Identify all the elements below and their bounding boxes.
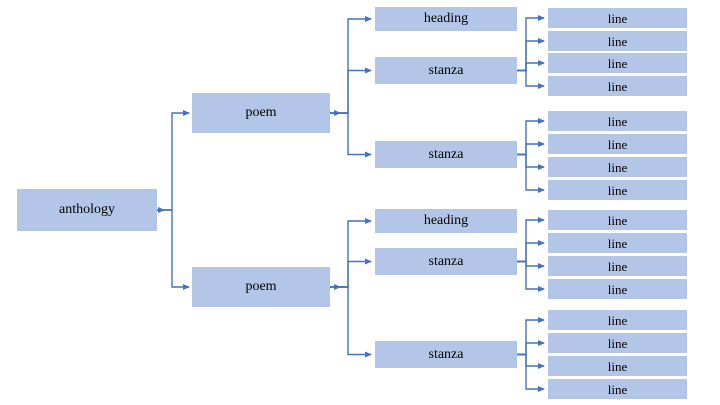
- stanza-node-3: stanza: [375, 248, 517, 275]
- line-node: line: [548, 356, 687, 376]
- connector-stanza4-line3: [517, 353, 545, 369]
- connector-anthology-poem-2: [157, 209, 190, 290]
- connector-stanza1-line4: [517, 69, 545, 89]
- connector-stanza1-line3: [517, 60, 545, 72]
- connector-stanza2-line2: [517, 141, 545, 156]
- line-node: line: [548, 157, 687, 177]
- line-node: line: [548, 53, 687, 73]
- connector-poem2-heading: [330, 218, 372, 288]
- connector-poem1-stanza1: [330, 67, 372, 114]
- poem-node-1: poem: [192, 93, 330, 133]
- connector-stanza2-line3: [517, 153, 545, 170]
- connector-poem2-stanza3: [330, 258, 372, 288]
- line-node: line: [548, 333, 687, 353]
- line-node: line: [548, 210, 687, 230]
- connector-stanza3-line2: [517, 240, 545, 263]
- line-node: line: [548, 8, 687, 28]
- connector-stanza2-line1: [517, 118, 545, 156]
- line-node: line: [548, 134, 687, 154]
- connector-stanza3-line4: [517, 260, 545, 292]
- line-node: line: [548, 256, 687, 276]
- heading-node-2: heading: [375, 209, 517, 233]
- poem-node-2: poem: [192, 267, 330, 307]
- heading-node-1: heading: [375, 7, 517, 31]
- connector-stanza1-line2: [517, 38, 545, 72]
- line-node: line: [548, 233, 687, 253]
- line-node: line: [548, 111, 687, 131]
- line-node: line: [548, 31, 687, 51]
- line-node: line: [548, 279, 687, 299]
- connector-stanza4-line4: [517, 353, 545, 392]
- line-node: line: [548, 180, 687, 200]
- line-node: line: [548, 76, 687, 96]
- connector-poem1-heading: [330, 16, 372, 114]
- line-node: line: [548, 379, 687, 399]
- stanza-node-2: stanza: [375, 141, 517, 168]
- stanza-node-4: stanza: [375, 341, 517, 368]
- connector-poem1-stanza2: [330, 112, 372, 158]
- connector-stanza3-line1: [517, 217, 545, 263]
- line-node: line: [548, 310, 687, 330]
- connector-stanza4-line2: [517, 340, 545, 356]
- connector-poem2-stanza4: [330, 286, 372, 358]
- anthology-node: anthology: [17, 189, 157, 231]
- stanza-node-1: stanza: [375, 57, 517, 84]
- connector-stanza4-line1: [517, 317, 545, 356]
- connector-anthology-poem-1: [157, 110, 190, 211]
- connector-stanza2-line4: [517, 153, 545, 193]
